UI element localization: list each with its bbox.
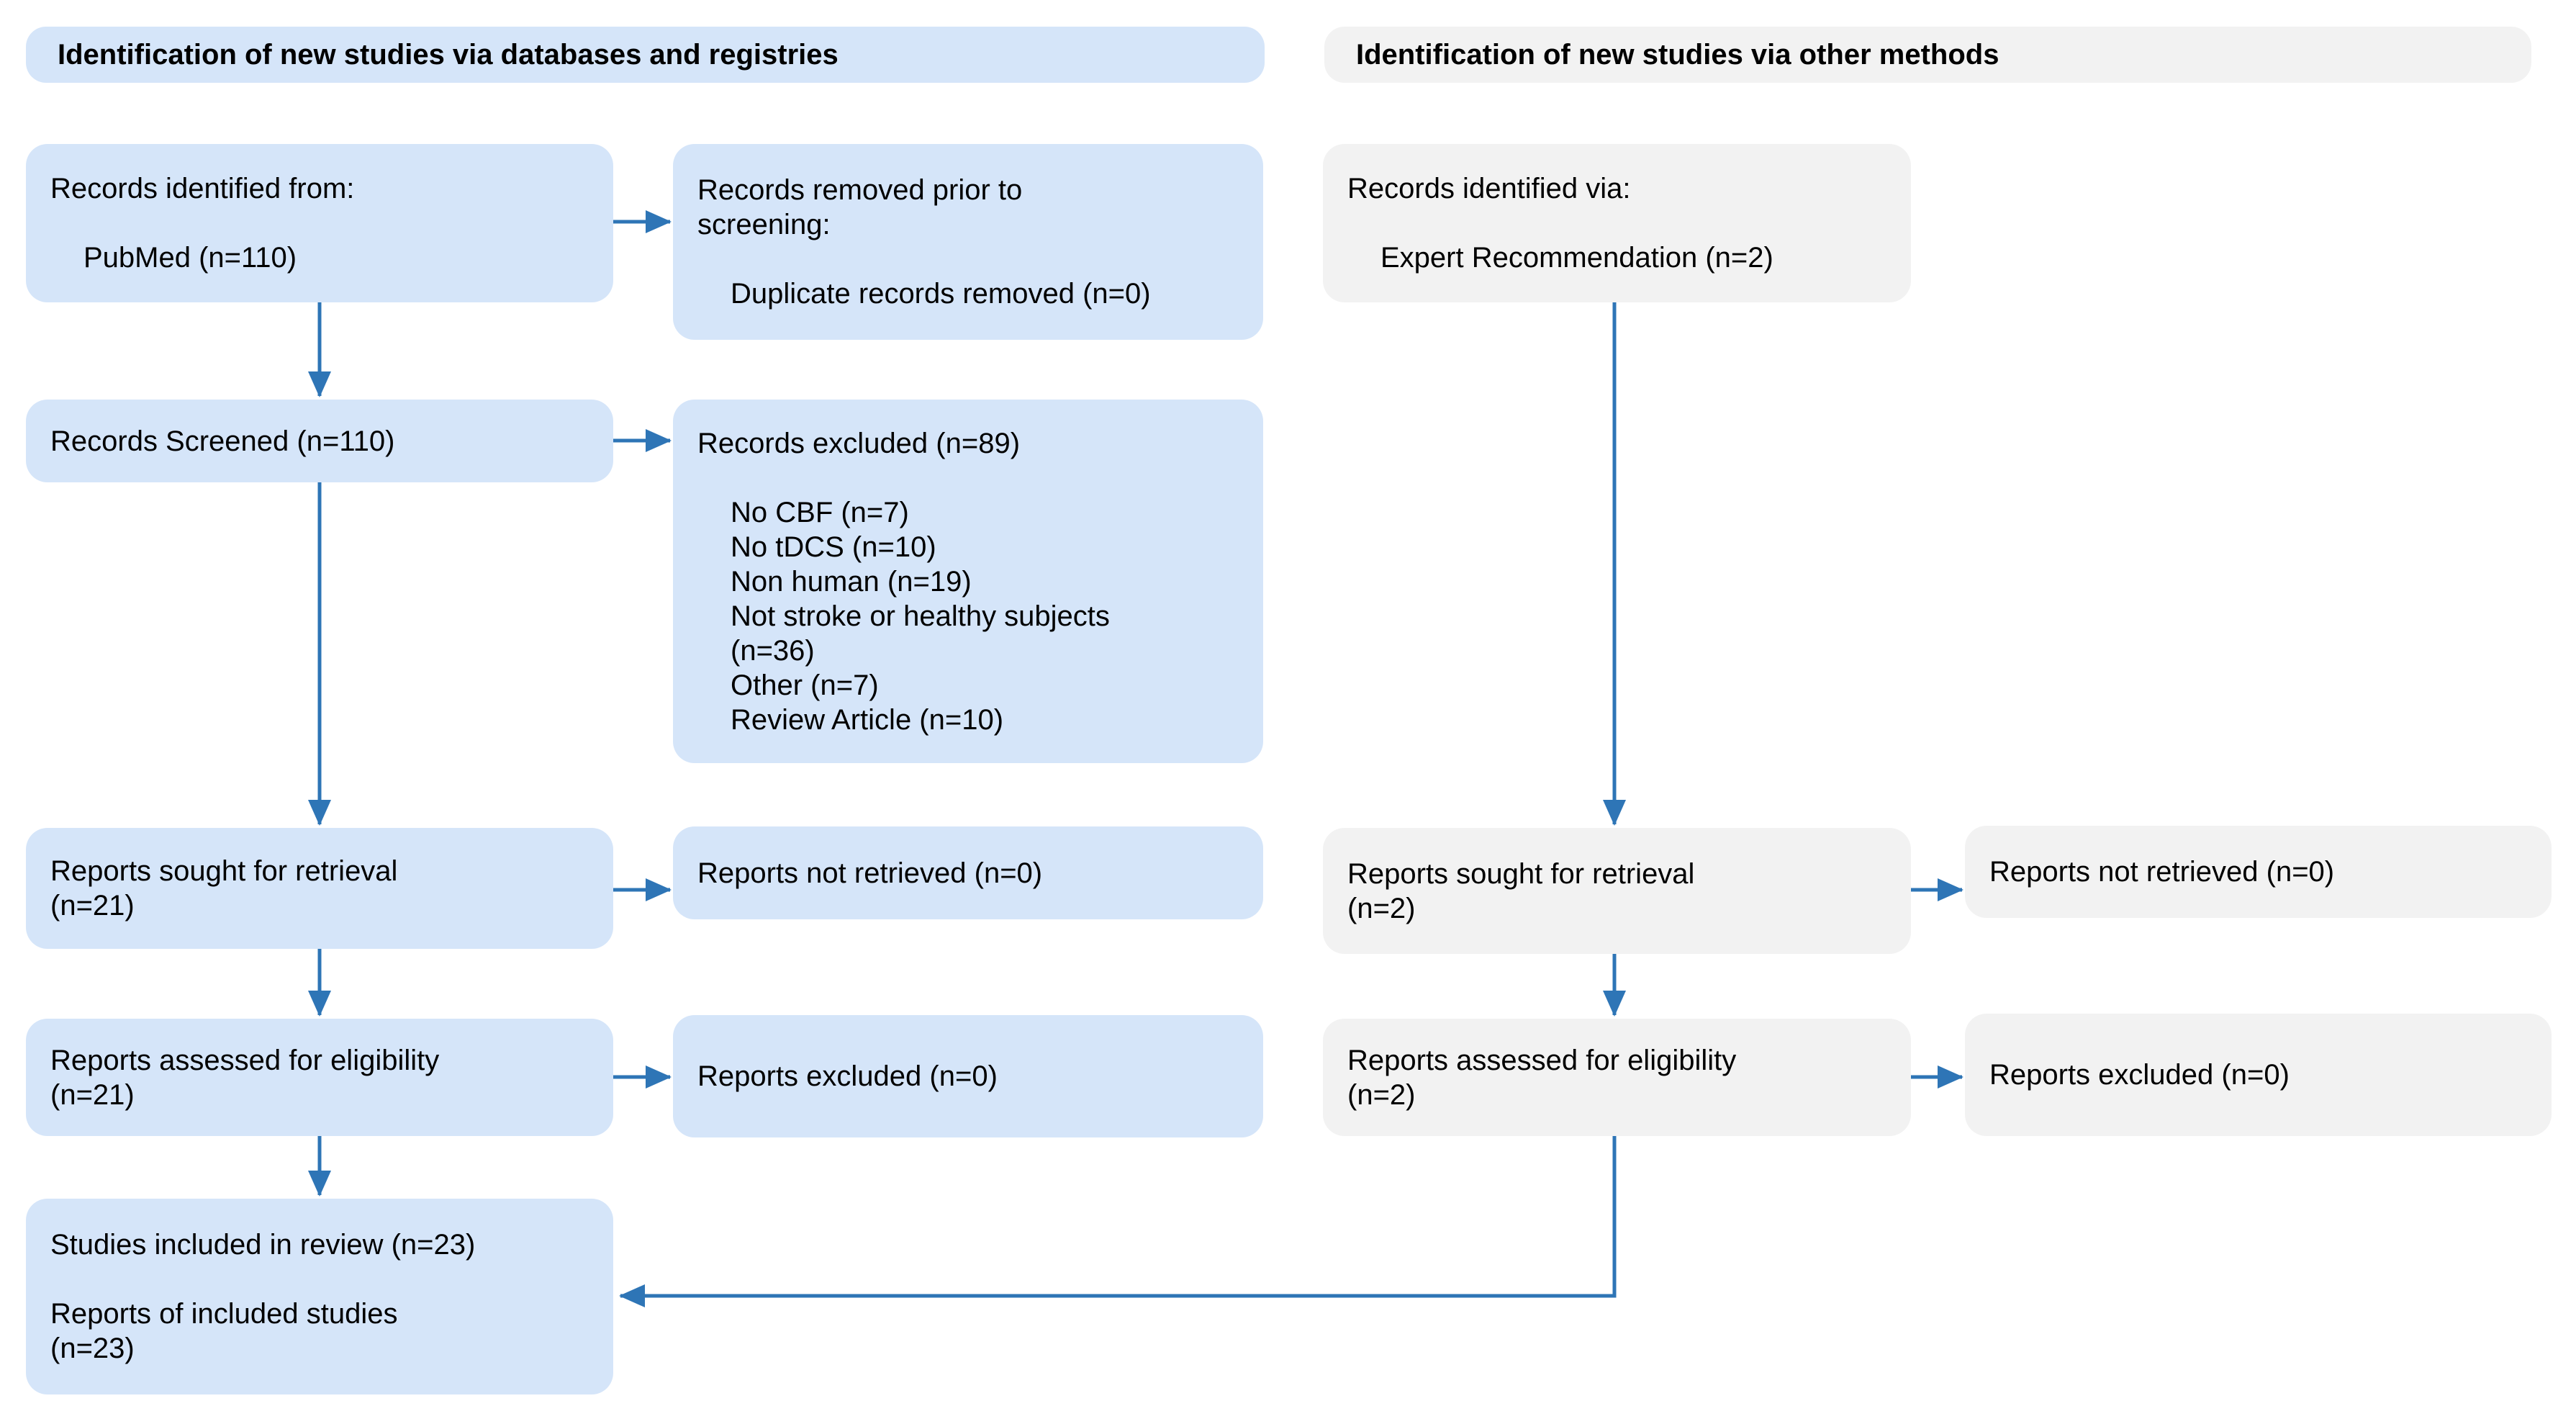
reports-excluded-label: Reports excluded (n=0) [697, 1060, 998, 1092]
records-screened-label: Records Screened (n=110) [50, 425, 395, 457]
other-records-identified-box: Records identified via: Expert Recommend… [1323, 144, 1911, 302]
other-reports-not-retrieved-box: Reports not retrieved (n=0) [1965, 826, 2552, 918]
header-other-methods-label: Identification of new studies via other … [1356, 38, 1999, 71]
reports-not-retrieved-box: Reports not retrieved (n=0) [673, 826, 1263, 919]
records-screened-box: Records Screened (n=110) [26, 400, 613, 482]
reports-assessed-box: Reports assessed for eligibility (n=21) [26, 1019, 613, 1136]
records-excluded-label: Records excluded (n=89) [697, 427, 1021, 459]
reports-assessed-label: Reports assessed for eligibility (n=21) [50, 1044, 440, 1111]
reports-sought-label: Reports sought for retrieval (n=21) [50, 855, 398, 921]
reports-not-retrieved-label: Reports not retrieved (n=0) [697, 857, 1043, 889]
exclusion-reason: Review Article (n=10) [731, 703, 1004, 736]
exclusion-reason: Not stroke or healthy subjects (n=36) [731, 600, 1110, 667]
other-records-identified-items: Expert Recommendation (n=2) [1347, 240, 1886, 275]
other-reports-excluded-label: Reports excluded (n=0) [1989, 1059, 2290, 1091]
reports-sought-box: Reports sought for retrieval (n=21) [26, 828, 613, 949]
other-reports-excluded-box: Reports excluded (n=0) [1965, 1014, 2552, 1136]
exclusion-reason: No tDCS (n=10) [731, 531, 936, 563]
other-reports-sought-label: Reports sought for retrieval (n=2) [1347, 857, 1695, 924]
records-excluded-items: No CBF (n=7) No tDCS (n=10) Non human (n… [697, 495, 1239, 737]
other-reports-assessed-box: Reports assessed for eligibility (n=2) [1323, 1019, 1911, 1136]
records-identified-item: PubMed (n=110) [83, 242, 297, 274]
other-reports-assessed-label: Reports assessed for eligibility (n=2) [1347, 1044, 1737, 1111]
records-identified-label: Records identified from: [50, 173, 355, 204]
studies-included-box: Studies included in review (n=23) Report… [26, 1199, 613, 1394]
exclusion-reason: Non human (n=19) [731, 565, 972, 598]
studies-included-line: Studies included in review (n=23) [50, 1229, 476, 1261]
records-removed-label: Records removed prior to screening: [697, 174, 1023, 240]
reports-included-line: Reports of included studies (n=23) [50, 1298, 398, 1364]
records-excluded-box: Records excluded (n=89) No CBF (n=7) No … [673, 400, 1263, 763]
other-records-identified-item: Expert Recommendation (n=2) [1380, 242, 1773, 274]
records-identified-items: PubMed (n=110) [50, 240, 589, 275]
header-databases-registries-label: Identification of new studies via databa… [58, 38, 839, 71]
other-reports-sought-box: Reports sought for retrieval (n=2) [1323, 828, 1911, 954]
other-reports-not-retrieved-label: Reports not retrieved (n=0) [1989, 856, 2335, 888]
arrow-other-assessed-to-included [619, 1136, 1617, 1307]
reports-excluded-box: Reports excluded (n=0) [673, 1015, 1263, 1137]
other-records-identified-label: Records identified via: [1347, 173, 1631, 204]
records-removed-box: Records removed prior to screening: Dupl… [673, 144, 1263, 340]
exclusion-reason: Other (n=7) [731, 669, 879, 701]
header-other-methods: Identification of new studies via other … [1324, 27, 2531, 83]
records-removed-item: Duplicate records removed (n=0) [731, 278, 1151, 310]
exclusion-reason: No CBF (n=7) [731, 496, 909, 528]
header-databases-registries: Identification of new studies via databa… [26, 27, 1265, 83]
records-identified-box: Records identified from: PubMed (n=110) [26, 144, 613, 302]
records-removed-items: Duplicate records removed (n=0) [697, 276, 1239, 311]
